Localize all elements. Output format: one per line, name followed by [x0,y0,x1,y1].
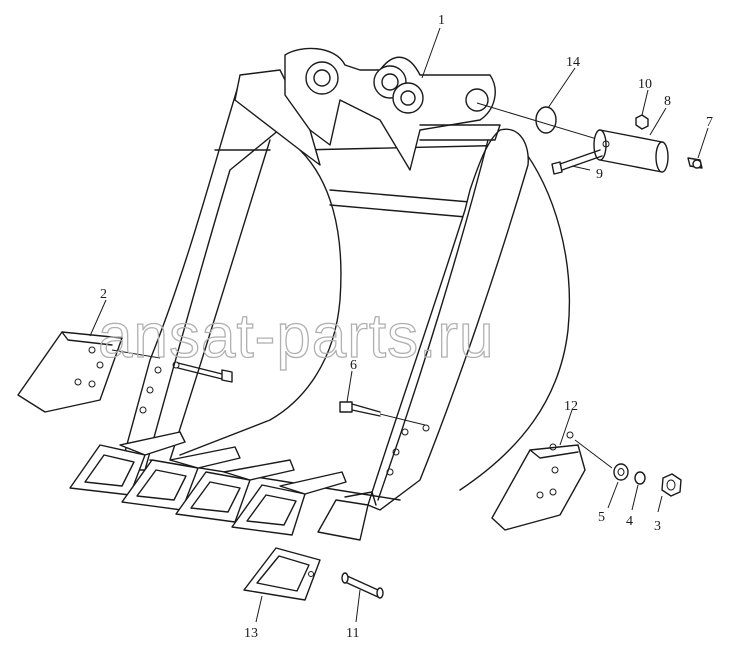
callout-7: 7 [706,115,713,130]
part-12-side-cutter [491,431,613,531]
part-10-nut [635,114,649,130]
callout-9: 9 [596,167,603,182]
callout-leaders [89,27,709,623]
part-6-bolt [339,401,426,426]
part-11-tooth-pin [341,572,384,599]
callout-11: 11 [346,626,359,641]
callout-1: 1 [438,13,445,28]
callout-8: 8 [664,94,671,109]
part-4-lock-washer [634,471,646,485]
callout-14: 14 [566,55,580,70]
part-8-pin [593,129,669,173]
mounting-lugs [234,47,501,171]
callout-6: 6 [350,358,357,373]
part-3-nut [661,473,682,497]
callout-5: 5 [598,510,605,525]
bucket-teeth-row [69,431,377,541]
part-5-washer [613,463,629,481]
part-2-side-cutter [17,331,161,413]
callout-13: 13 [244,626,258,641]
side-cutter-bolt [177,362,233,383]
watermark-text: ansat-parts.ru [98,302,495,371]
callout-labels: 1 2 3 4 5 6 7 8 9 10 11 12 13 14 [100,13,713,641]
part-7-grease-fitting [687,157,703,169]
callout-10: 10 [638,77,652,92]
bucket-body [119,79,571,511]
part-9-bolt [551,149,603,175]
callout-3: 3 [654,519,661,534]
callout-4: 4 [626,514,633,529]
callout-12: 12 [564,399,578,414]
part-13-tooth [243,547,321,601]
callout-2: 2 [100,287,107,302]
